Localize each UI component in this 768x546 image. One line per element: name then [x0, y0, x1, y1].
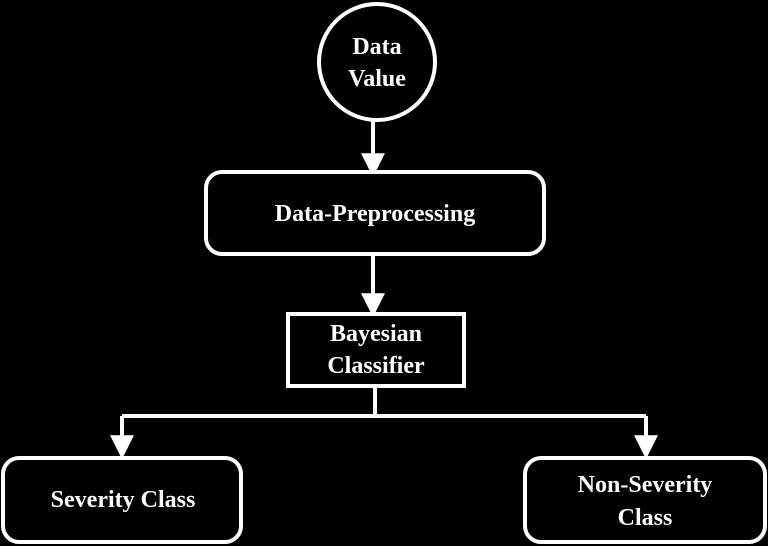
- node-classifier-label-line2: Classifier: [327, 353, 425, 379]
- node-preprocessing-label: Data-Preprocessing: [275, 201, 475, 227]
- node-severity-shape: [1, 456, 243, 544]
- node-severity-label: Severity Class: [51, 487, 196, 513]
- connectors: [110, 116, 658, 460]
- node-non-severity-label-line2: Class: [618, 505, 673, 531]
- node-preprocessing: Data-Preprocessing: [204, 170, 546, 256]
- node-severity: Severity Class: [1, 456, 243, 544]
- node-data-value: Data Value: [317, 2, 437, 122]
- node-data-value-label-line2: Value: [348, 66, 406, 92]
- node-classifier-label-line1: Bayesian: [330, 321, 422, 347]
- node-data-value-label-line1: Data: [352, 34, 401, 60]
- node-classifier-shape: [286, 312, 466, 388]
- node-classifier: Bayesian Classifier: [286, 312, 466, 388]
- node-non-severity: Non-Severity Class: [523, 456, 767, 544]
- node-non-severity-label-line1: Non-Severity: [578, 472, 713, 498]
- node-preprocessing-shape: [204, 170, 546, 256]
- node-data-value-shape: [317, 2, 437, 122]
- node-non-severity-shape: [523, 456, 767, 544]
